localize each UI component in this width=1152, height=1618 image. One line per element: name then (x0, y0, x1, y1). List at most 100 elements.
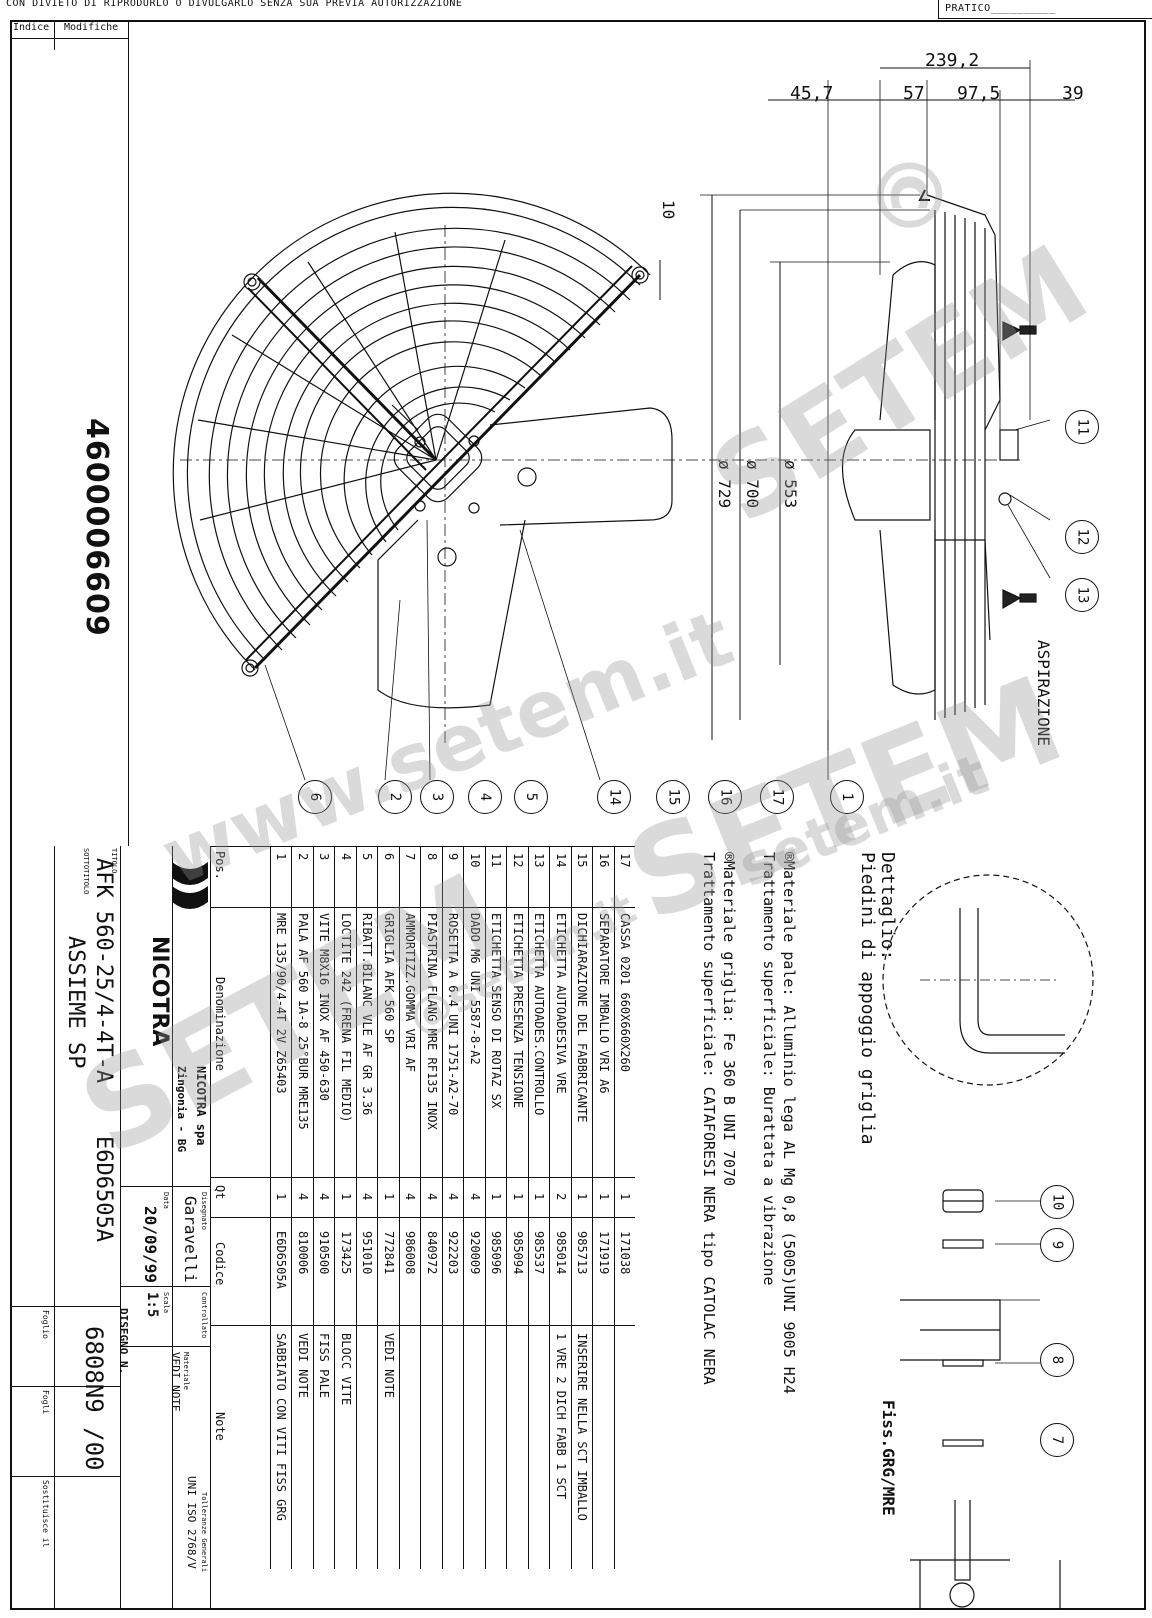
bom-cell-code: 985014 (553, 1231, 568, 1275)
bom-cell-note: VEDI NOTE (381, 1333, 396, 1399)
bom-row-divider (549, 847, 550, 1569)
bom-row-divider (441, 847, 443, 1569)
disegnato-value: Garavelli (181, 1196, 200, 1283)
callout-5: 5 (514, 780, 548, 814)
bom-row-divider (484, 847, 486, 1569)
bom-cell-code: 985096 (489, 1231, 503, 1275)
bom-cell-qt: 1 (532, 1193, 546, 1201)
bom-cell-qt: 1 (338, 1193, 353, 1201)
bom-cell-code: 985094 (510, 1231, 525, 1275)
bom-cell-name: ROSETTA A 6.4 UNI 1751-A2-70 (446, 913, 460, 1116)
scala-value: 1:5 (144, 1292, 160, 1318)
bom-cell-qt: 1 (489, 1193, 503, 1201)
bom-row-divider (398, 847, 400, 1569)
revision-block: Indice Modifiche 4600006609 (10, 20, 129, 846)
sottotitolo-label: SOTTOTITOLO (82, 848, 90, 895)
note-trattamento-pale: Trattamento superficiale: Burattata a vi… (760, 852, 778, 1286)
tolleranze-value: UNI ISO 2768/V (185, 1476, 198, 1569)
copyright-notice: CON DIVIETO DI RIPRODURLO O DIVULGARLO S… (6, 0, 463, 9)
bom-cell-name: RIBATT.BILANC VLE AF GR 3.36 (360, 913, 374, 1116)
bom-cell-pos: 5 (360, 853, 374, 861)
airflow-arrows (1002, 321, 1037, 610)
bom-cell-qt: 4 (360, 1193, 374, 1201)
disegno-value: 6808N9 /00 (80, 1326, 108, 1471)
fogli-label: Fogli (41, 1390, 50, 1415)
bom-cell-note: BLOCC VITE (338, 1333, 353, 1406)
bom-row-divider (355, 847, 357, 1569)
bom-cell-pos: 14 (553, 853, 568, 868)
bom-cell-qt: 1 (596, 1193, 611, 1201)
bom-cell-code: 173425 (338, 1231, 353, 1275)
dimension-lines (659, 60, 1075, 750)
bom-cell-name: AMMORTIZZ.GOMMA VRI AF (403, 913, 417, 1072)
callout-12: 12 (1065, 520, 1099, 554)
bom-cell-pos: 1 (274, 853, 288, 861)
pratico-label: PRATICO__________ (945, 3, 1056, 14)
bom-cell-code: 922203 (446, 1231, 460, 1275)
company-logo-text: NICOTRA (147, 936, 172, 1047)
bom-cell-code: 171919 (596, 1231, 611, 1275)
title-block: NICOTRA NICOTRA spa Zingonia - BG TITOLO… (10, 846, 211, 1610)
bom-row-divider (506, 847, 507, 1569)
bom-cell-name: MRE 135/90/4-4T 2V Z65403 (274, 913, 288, 1094)
bom-cell-name: PALA AF 560 1A-8 25°BUR MRE135 (295, 913, 310, 1130)
bom-row-divider (291, 847, 292, 1569)
bom-cell-qt: 1 (381, 1193, 396, 1201)
bom-cell-code: 171038 (618, 1231, 632, 1275)
callout-9: 9 (1040, 1228, 1074, 1262)
dim-45-7: 45,7 (790, 83, 834, 104)
scala-label: Scala (162, 1292, 170, 1314)
note-materiale-pale: ®Materiale pale: Alluminio lega AL Mg 0,… (780, 852, 798, 1394)
callout-3: 3 (420, 780, 454, 814)
bom-cell-name: ETICHETTA SENSO DI ROTAZ SX (489, 913, 503, 1109)
data-label: Data (162, 1192, 170, 1209)
pratico-box: PRATICO__________ (938, 0, 1152, 19)
bom-cell-code: 920009 (467, 1231, 482, 1275)
bom-row-divider (613, 847, 615, 1569)
bom-cell-qt: 4 (467, 1193, 482, 1201)
bom-cell-pos: 17 (618, 853, 632, 868)
bom-cell-code: 986008 (403, 1231, 417, 1275)
bom-cell-pos: 8 (424, 853, 439, 861)
bom-row-divider (269, 847, 271, 1569)
bom-row-divider (592, 847, 593, 1569)
bom-header-codice: Codice (213, 1242, 227, 1286)
callout-14: 14 (597, 780, 631, 814)
fan-guard-front (172, 192, 651, 677)
data-value: 20/09/99 (141, 1206, 160, 1284)
bom-cell-name: DICHIARAZIONE DEL FABBRICANTE (575, 913, 589, 1123)
bom-cell-name: VITE M8X16 INOX AF 450-630 (317, 913, 331, 1101)
nicotra-logo (172, 862, 208, 909)
technical-drawing (172, 60, 1075, 781)
note-materiale-griglia: ®Materiale griglia: Fe 360 B UNI 7070 (720, 852, 738, 1187)
materiale-label: Materiale (182, 1352, 190, 1390)
bom-cell-pos: 7 (403, 853, 417, 861)
callout-6: 6 (298, 780, 332, 814)
bom-cell-code: 985537 (532, 1231, 546, 1275)
note-trattamento-griglia: Trattamento superficiale: CATAFORESI NER… (700, 852, 718, 1385)
foglio-label: Foglio (41, 1310, 50, 1339)
bom-row-divider (312, 847, 314, 1569)
disegno-label: DISEGNO N. (117, 1308, 130, 1375)
dim-57: 57 (903, 83, 925, 104)
bom-cell-note: SABBIATO CON VITI FISS GRG (274, 1333, 288, 1521)
bom-row-divider (570, 847, 572, 1569)
bom-cell-pos: 4 (338, 853, 353, 861)
bom-cell-name: ETICHETTA AUTOADESIVA VRE (553, 913, 568, 1094)
bom-cell-name: DADO M6 UNI 5587-8-A2 (467, 913, 482, 1065)
titolo-code: E6D6505A (91, 1136, 116, 1242)
callout-2: 2 (378, 780, 412, 814)
bom-cell-qt: 1 (618, 1193, 632, 1201)
bom-cell-qt: 4 (295, 1193, 310, 1201)
bom-cell-pos: 6 (381, 853, 396, 861)
revision-header: Indice Modifiche (10, 20, 128, 50)
bom-cell-qt: 1 (274, 1193, 288, 1201)
bom-cell-pos: 10 (467, 853, 482, 868)
bom-cell-qt: 4 (403, 1193, 417, 1201)
bom-row-divider (377, 847, 378, 1569)
callout-15: 15 (656, 780, 690, 814)
bom-header-note: Note (213, 1412, 227, 1441)
bom-cell-pos: 9 (446, 853, 460, 861)
bom-row-divider (420, 847, 421, 1569)
